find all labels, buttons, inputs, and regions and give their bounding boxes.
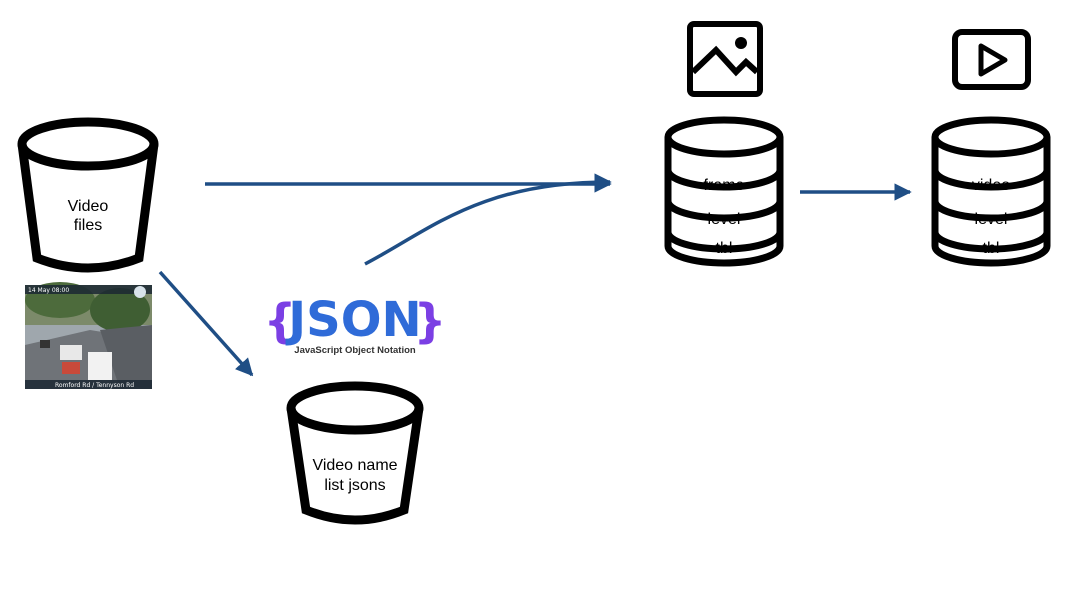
video-db-row3: tbl	[983, 240, 1000, 257]
arrow-files-to-json-bucket	[158, 270, 254, 377]
bucket-icon	[17, 117, 159, 273]
image-icon	[687, 21, 763, 97]
bucket-icon	[286, 381, 424, 525]
video-level-tbl-db: video level tbl	[931, 116, 1051, 267]
database-icon	[931, 116, 1051, 267]
video-name-list-label-line1: Video name	[312, 457, 397, 474]
video-name-list-bucket: Video name list jsons	[286, 381, 424, 525]
camera-thumbnail: 14 May 08:00 Romford Rd / Tennyson Rd	[25, 282, 152, 389]
json-open-brace: {	[264, 294, 297, 348]
arrows	[158, 173, 912, 377]
frame-db-row3: tbl	[716, 240, 733, 257]
video-files-bucket: Video files	[17, 117, 159, 273]
video-files-label-line2: files	[74, 217, 102, 234]
frame-db-row1: frame	[704, 177, 745, 194]
json-subtitle: JavaScript Object Notation	[294, 345, 416, 356]
arrow-json-to-frame-db	[364, 173, 612, 266]
camera-location: Romford Rd / Tennyson Rd	[55, 382, 134, 389]
video-db-row2: level	[975, 211, 1008, 228]
database-icon	[664, 116, 784, 267]
camera-timestamp: 14 May 08:00	[28, 287, 69, 294]
json-logo: { JSON } JavaScript Object Notation	[264, 292, 447, 356]
frame-db-row2: level	[708, 211, 741, 228]
video-db-row1: video	[972, 177, 1010, 194]
frame-level-tbl-db: frame level tbl	[664, 116, 784, 267]
video-files-label-line1: Video	[68, 198, 109, 215]
video-name-list-label-line2: list jsons	[324, 477, 385, 494]
json-word: JSON	[285, 292, 421, 348]
json-close-brace: }	[414, 294, 447, 348]
play-video-icon	[952, 29, 1031, 90]
